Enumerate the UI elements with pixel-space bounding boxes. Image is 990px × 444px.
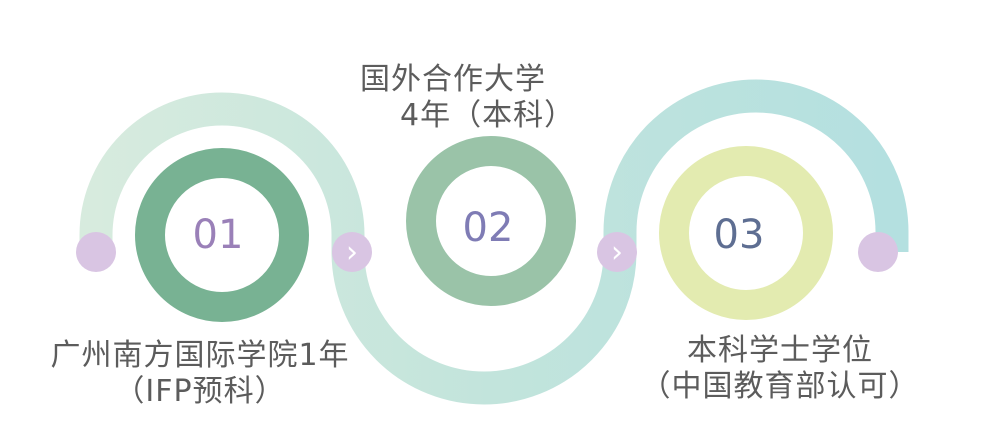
step-1-subtitle: （IFP预科） xyxy=(114,374,286,409)
step-number: 03 xyxy=(714,212,765,258)
step-1: 01 xyxy=(135,148,309,322)
connector-1: › xyxy=(332,232,372,272)
serpentine-path xyxy=(79,79,909,405)
step-3-subtitle: （中国教育部认可） xyxy=(640,369,920,404)
step-1-title: 广州南方国际学院1年 xyxy=(50,338,350,373)
step-2-subtitle: 4年（本科） xyxy=(400,98,576,133)
path-end-dot xyxy=(858,232,898,272)
connector-2: › xyxy=(597,232,637,272)
step-ring xyxy=(406,136,576,306)
step-2-title: 国外合作大学 xyxy=(360,62,546,97)
path-start-dot xyxy=(76,232,116,272)
chevron-right-icon: › xyxy=(346,235,358,270)
step-2: 02 xyxy=(406,136,576,306)
chevron-right-icon: › xyxy=(611,235,623,270)
step-1-label: 广州南方国际学院1年 （IFP预科） xyxy=(20,338,380,410)
step-2-label: 国外合作大学 4年（本科） xyxy=(360,62,630,134)
step-ring xyxy=(135,148,309,322)
step-number: 01 xyxy=(193,212,244,258)
step-3: 03 xyxy=(659,146,833,320)
step-3-label: 本科学士学位 （中国教育部认可） xyxy=(630,333,930,405)
connector-dot xyxy=(332,232,372,272)
step-number: 02 xyxy=(463,205,514,251)
step-3-title: 本科学士学位 xyxy=(687,333,873,368)
step-ring xyxy=(659,146,833,320)
connector-dot xyxy=(597,232,637,272)
